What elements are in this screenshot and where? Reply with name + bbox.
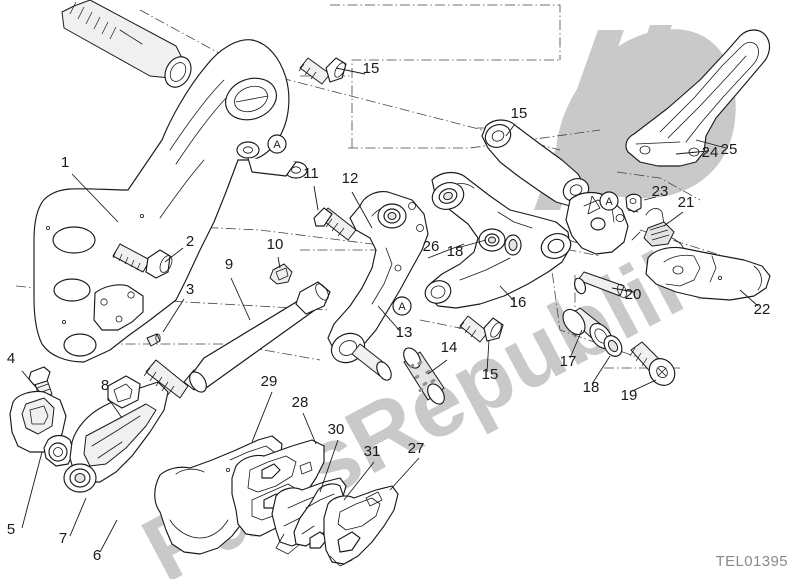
part-socket-screw-4 (28, 366, 53, 400)
ref-marker-a-1: A (267, 134, 287, 154)
callout-number: 3 (186, 281, 194, 298)
ref-marker-letter: A (273, 139, 281, 151)
part-pin-bolt-11 (313, 207, 357, 241)
part-flange-bolt-15a (298, 57, 347, 85)
document-id-label: TEL01395 (716, 553, 788, 570)
callout-number: 16 (510, 294, 527, 311)
callout-number: 27 (408, 440, 425, 457)
part-heel-guard-plate-25 (625, 29, 771, 167)
part-gear-shift-lever-8 (63, 359, 205, 493)
callout-number: 15 (482, 366, 499, 383)
part-rod-end-joint-5 (9, 390, 75, 467)
part-footrest-bracket-plate (33, 39, 308, 363)
part-connector-housing-27 (323, 485, 399, 567)
callout-number: 26 (423, 238, 440, 255)
callout-number: 17 (560, 353, 577, 370)
callout-number: 8 (101, 377, 109, 394)
callout-number: 18 (583, 379, 600, 396)
ref-marker-letter: A (605, 196, 613, 208)
part-rubber-sleeve-14 (403, 347, 445, 405)
leader-lines (21, 67, 759, 553)
part-retainer-clip-23 (625, 193, 642, 213)
part-footpeg-body-22 (645, 246, 771, 301)
callout-number: 31 (364, 443, 381, 460)
callout-number: 22 (754, 301, 771, 318)
part-shift-lever-arm-12 (327, 191, 429, 381)
callout-number: 28 (292, 394, 309, 411)
ref-marker-a-3: A (599, 191, 619, 211)
part-bush-26 (478, 228, 506, 252)
callout-number: 29 (261, 373, 278, 390)
part-dowel-pin-3 (146, 333, 161, 347)
part-washer-18a (504, 234, 522, 256)
part-flange-bolt-15c (458, 315, 504, 343)
callout-labels: 1 2 3 4 5 6 7 8 9 10 11 12 13 14 15 15 1… (7, 60, 771, 564)
ref-marker-a-2: A (392, 296, 412, 316)
part-lock-nut-10 (269, 263, 293, 285)
part-flange-bolt-2 (112, 243, 173, 279)
callout-number: 20 (625, 286, 642, 303)
callout-number: 10 (267, 236, 284, 253)
callout-number: 12 (342, 170, 359, 187)
callout-number: 11 (303, 165, 319, 182)
callout-number: 1 (61, 154, 69, 171)
callout-number: 4 (7, 350, 15, 367)
callout-number: 30 (328, 421, 345, 438)
callout-number: 9 (225, 256, 233, 273)
callout-number: 6 (93, 547, 101, 564)
callout-number: 2 (186, 233, 194, 250)
reference-markers: A A A (267, 134, 619, 316)
part-terminal-clip-31 (293, 483, 345, 549)
callout-number: 13 (396, 324, 413, 341)
part-button-head-screw-19 (629, 341, 676, 386)
callout-number: 24 (702, 144, 719, 161)
callout-number: 5 (7, 521, 15, 538)
part-return-spring-21 (631, 208, 685, 255)
callout-number: 7 (59, 530, 67, 547)
ref-marker-letter: A (398, 301, 406, 313)
part-shift-linkage-rod-9 (189, 281, 331, 393)
callout-number: 19 (621, 387, 638, 404)
callout-number: 15 (363, 60, 380, 77)
callout-number: 14 (441, 339, 458, 356)
callout-number: 23 (652, 183, 669, 200)
part-stud-bolt-top (61, 0, 192, 88)
callout-number: 25 (721, 141, 738, 158)
part-pivot-pin-20 (573, 271, 627, 299)
part-washer-18b (603, 335, 623, 357)
callout-number: 18 (447, 243, 464, 260)
callout-number: 21 (678, 194, 695, 211)
callout-number: 15 (511, 105, 528, 122)
